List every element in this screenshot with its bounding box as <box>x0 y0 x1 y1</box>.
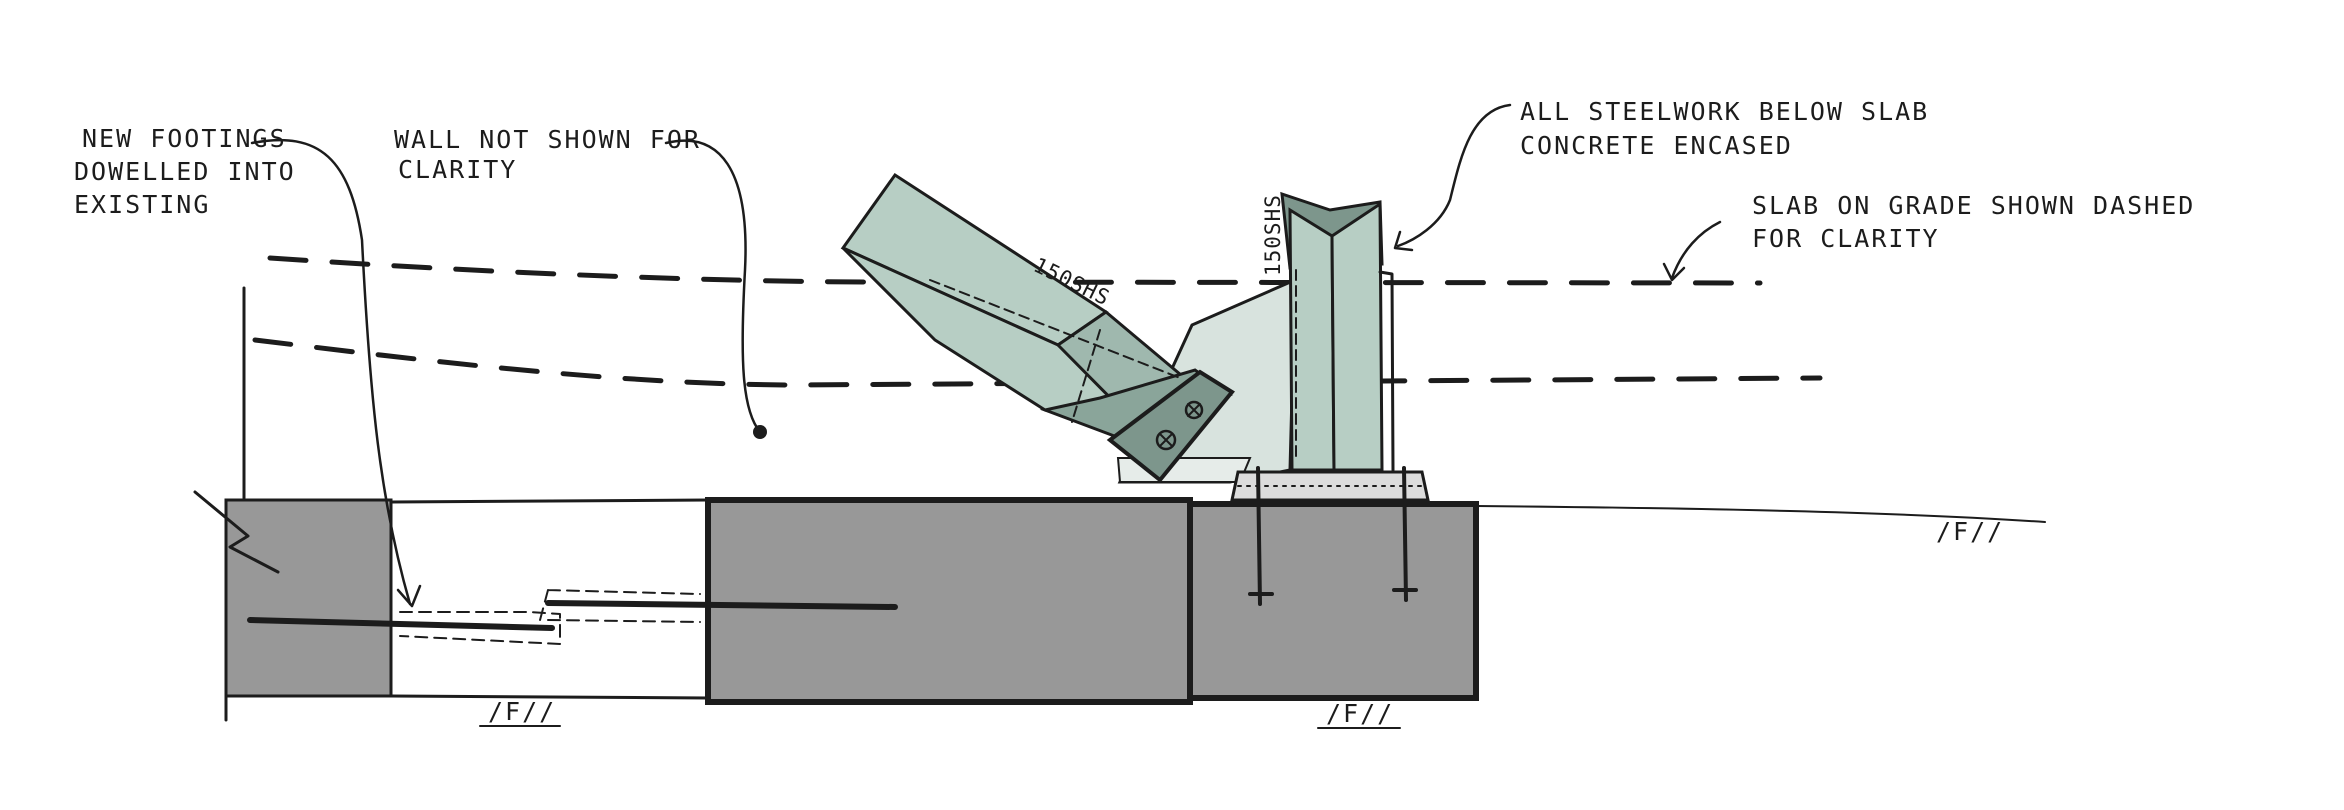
dowel-hole-right-dashed <box>539 589 701 623</box>
wall-note-line1: WALL NOT SHOWN FOR <box>394 125 701 154</box>
dowel-hole-left-dashed <box>399 611 561 645</box>
annotations: NEW FOOTINGS DOWELLED INTO EXISTING WALL… <box>74 97 2195 310</box>
steelwork-leader <box>1396 103 1512 248</box>
steelwork-leader-arrow <box>1393 230 1414 252</box>
slab-top-dashed-line <box>267 255 1763 286</box>
existing-footing-left <box>224 498 393 698</box>
new-footing-white-outline <box>389 498 710 700</box>
bolt-upper <box>1184 400 1204 420</box>
anchor-bolt-left <box>1248 466 1274 606</box>
ground-symbols: /F// /F// /F// <box>479 517 2004 729</box>
new-footing-middle <box>705 497 1193 705</box>
footings-leader-arrow <box>396 584 422 608</box>
vertical-member-label: 150SHS <box>1261 194 1285 276</box>
dowel-bar-left <box>247 617 555 631</box>
ground-symbol-right: /F// <box>1936 517 2004 546</box>
new-footing-right-pad <box>1187 501 1479 701</box>
leader-lines <box>250 103 1722 608</box>
slab-leader <box>1670 220 1722 280</box>
dowels <box>247 589 898 645</box>
steelwork <box>840 172 1430 606</box>
wall-leader <box>664 139 762 434</box>
diagonal-fin-plate <box>1106 369 1235 483</box>
ground-symbol-middle: /F// <box>1326 699 1394 728</box>
vertical-shs-back-edge <box>1378 270 1395 472</box>
steelwork-note-line2: CONCRETE ENCASED <box>1520 131 1793 160</box>
slab-leader-arrow <box>1662 262 1686 282</box>
footings <box>193 286 2046 722</box>
footings-leader <box>250 138 412 606</box>
slab-bottom-dashed-line <box>252 337 1823 388</box>
diagonal-shs-hidden-lines <box>929 279 1181 423</box>
wall-leader-dot <box>753 425 767 439</box>
footings-note-line3: EXISTING <box>74 190 210 219</box>
footings-note-line1: NEW FOOTINGS <box>82 124 287 153</box>
steelwork-note-line1: ALL STEELWORK BELOW SLAB <box>1520 97 1929 126</box>
slab-note-line2: FOR CLARITY <box>1752 224 1940 253</box>
footings-note-line2: DOWELLED INTO <box>74 157 296 186</box>
ground-line-right <box>1475 505 2046 523</box>
anchor-bolt-right <box>1392 466 1418 602</box>
existing-footing-break-line <box>193 490 280 574</box>
wall-note-line2: CLARITY <box>398 155 517 184</box>
slab-on-grade-dashed-lines <box>252 255 1823 388</box>
slab-note-line1: SLAB ON GRADE SHOWN DASHED <box>1752 191 2195 220</box>
vertical-shs-front-face <box>1330 201 1384 472</box>
ground-symbol-left: /F// <box>488 697 556 726</box>
dowel-bar-right <box>545 600 898 610</box>
bolt-lower <box>1155 429 1177 451</box>
